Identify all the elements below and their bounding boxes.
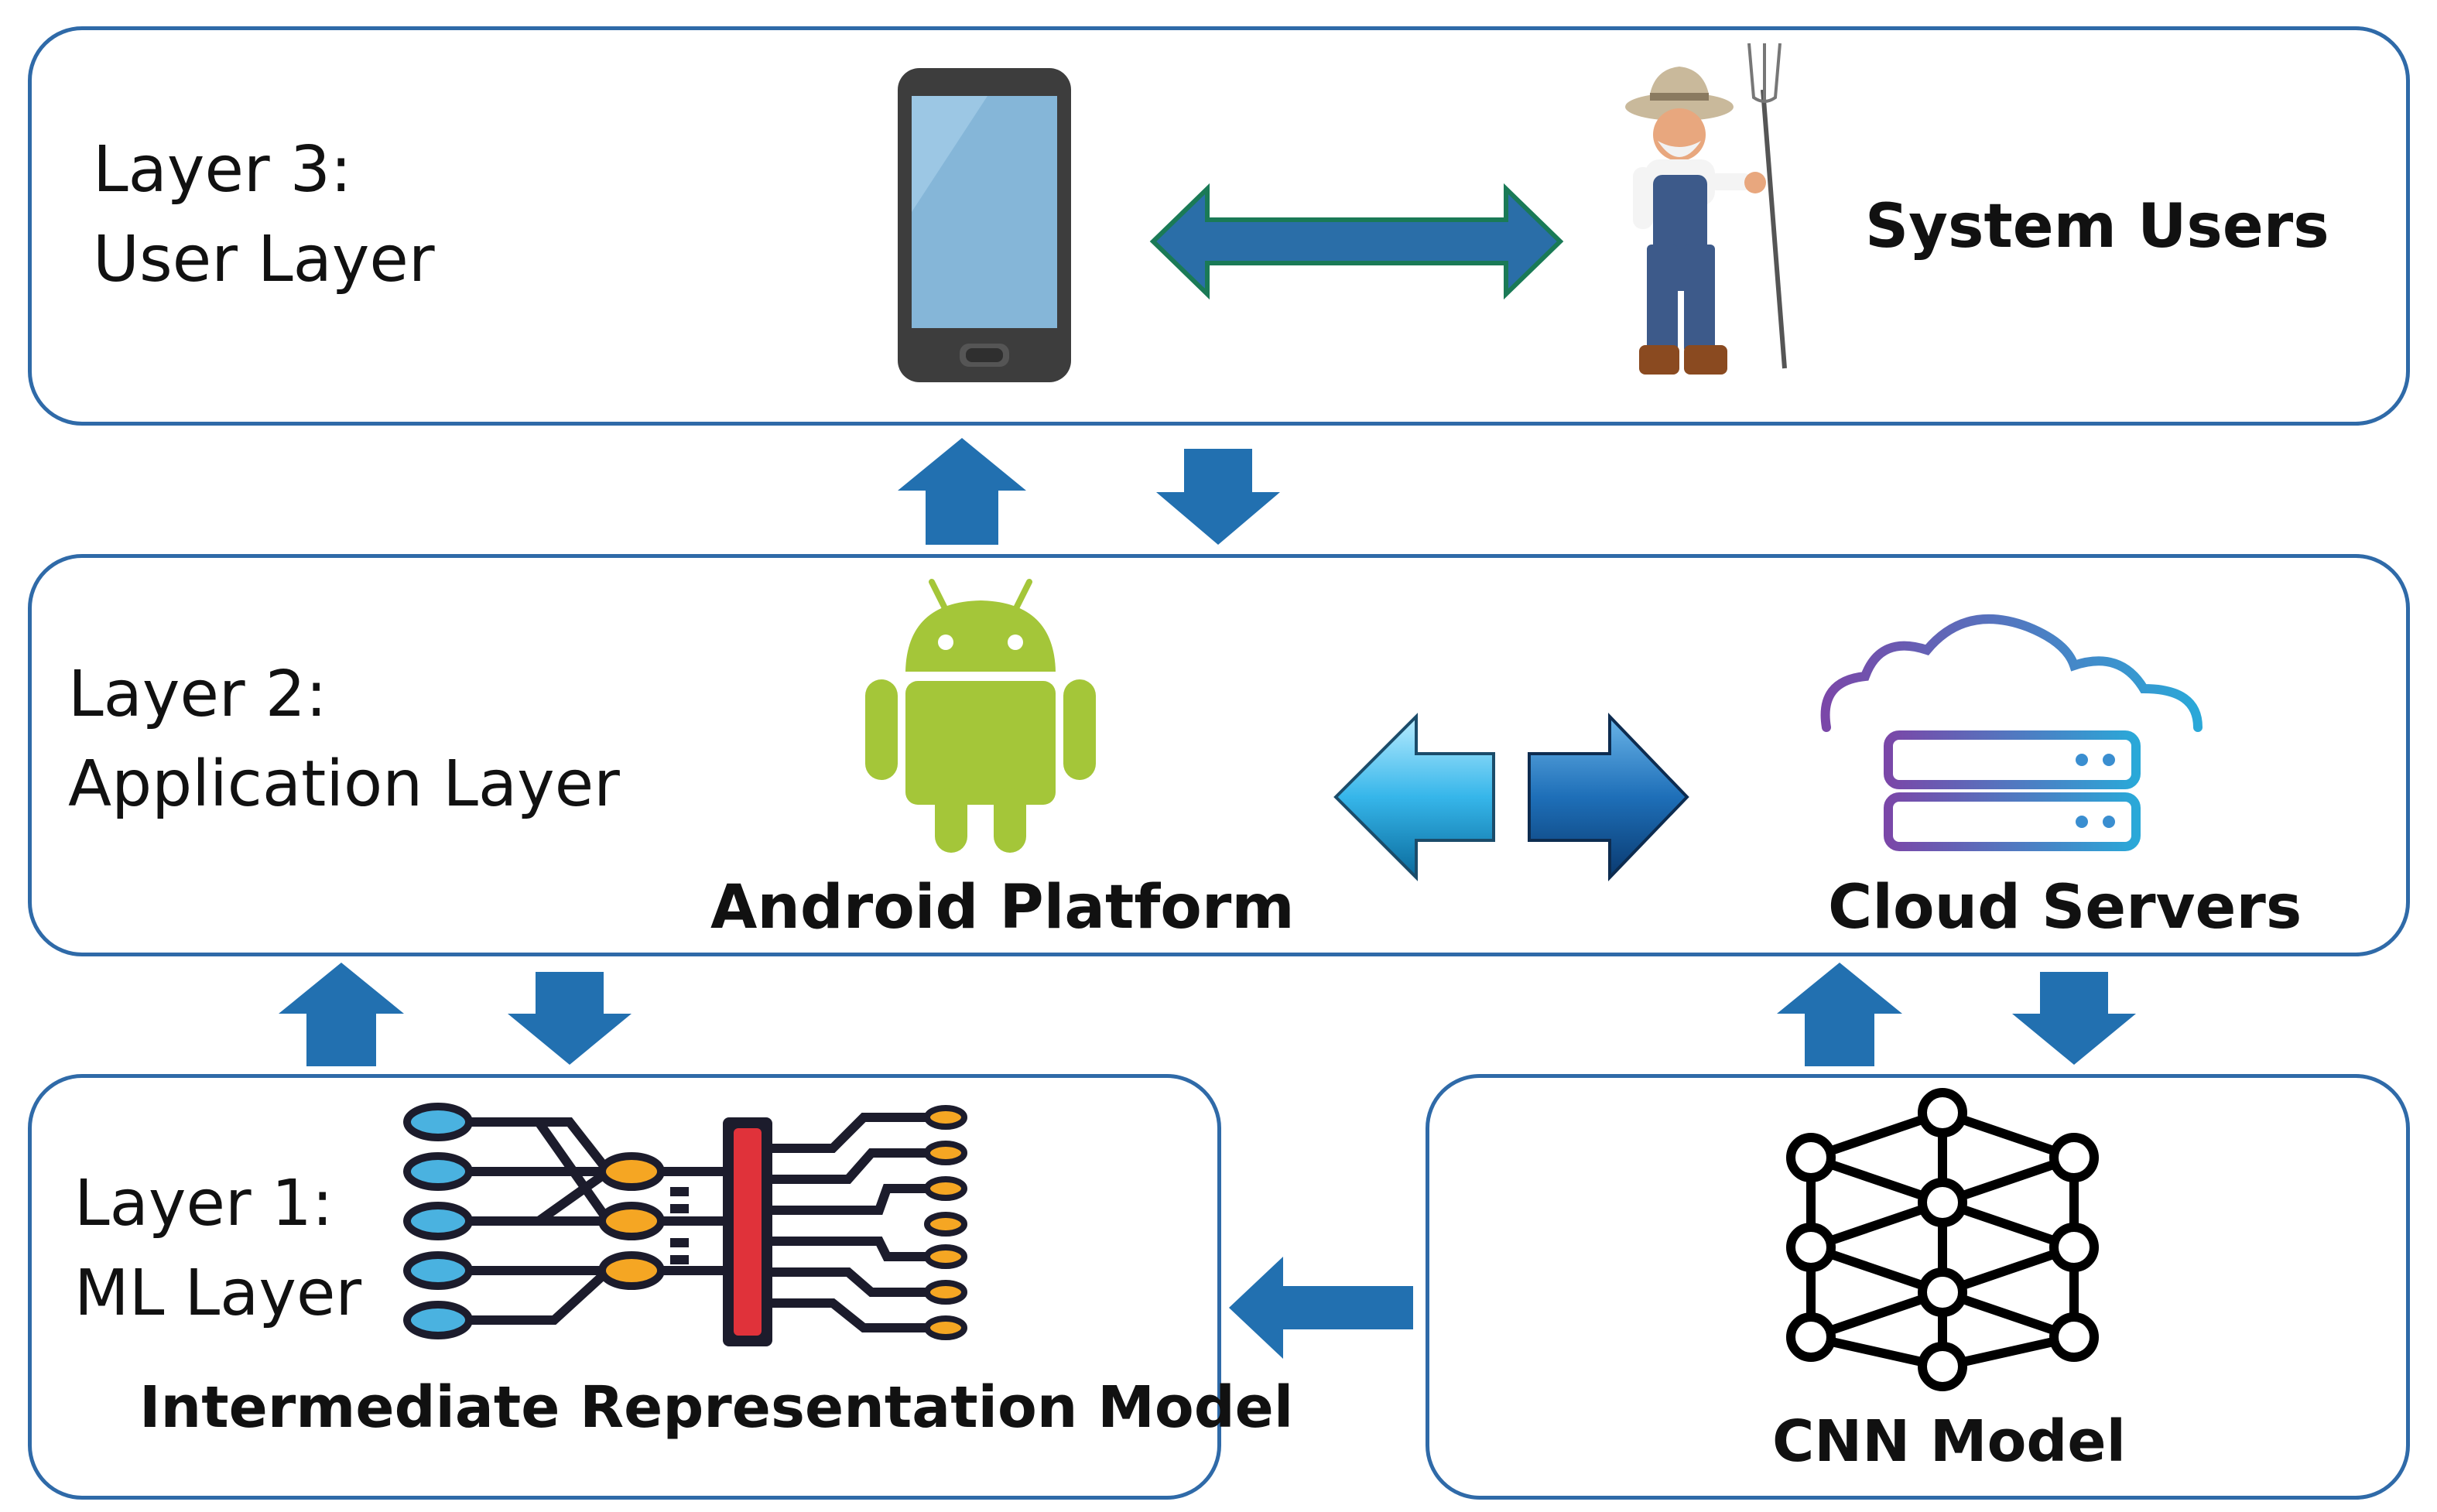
left-arrow-cnn-to-ml: [1229, 1257, 1413, 1359]
down-arrow-user-to-app: [1156, 449, 1280, 545]
layer2-title-line1: Layer 2:: [68, 658, 327, 731]
layer3-title-line2: User Layer: [93, 223, 435, 296]
layer3-title: Layer 3: User Layer: [93, 125, 435, 305]
left-arrow-cloud-to-android: [1333, 713, 1495, 881]
neural-network-icon: [1786, 1088, 2099, 1391]
right-arrow-android-to-cloud: [1528, 713, 1689, 881]
cloud-servers-label: Cloud Servers: [1828, 873, 2302, 942]
system-users-label: System Users: [1865, 192, 2329, 262]
down-arrow-app-to-ml: [508, 972, 631, 1065]
layer2-title-line2: Application Layer: [68, 747, 620, 821]
android-platform-label: Android Platform: [710, 873, 1295, 942]
ir-model-label: Intermediate Representation Model: [139, 1374, 1294, 1441]
phone-user-bidirectional-arrow: [1149, 183, 1564, 300]
down-arrow-cloud-to-cnn: [2012, 972, 2136, 1065]
layer1-title-line1: Layer 1:: [74, 1167, 334, 1240]
layer1-title: Layer 1: ML Layer: [74, 1159, 361, 1339]
layer3-title-line1: Layer 3:: [93, 133, 352, 207]
layer1-title-line2: ML Layer: [74, 1257, 362, 1330]
smartphone-icon: [898, 68, 1071, 382]
farmer-icon: [1625, 43, 1787, 375]
up-arrow-ml-to-app: [279, 963, 404, 1066]
circuit-network-icon: [403, 1103, 967, 1346]
up-arrow-cnn-to-cloud: [1777, 963, 1902, 1066]
layer2-title: Layer 2: Application Layer: [68, 650, 620, 830]
up-arrow-app-to-user: [898, 438, 1026, 545]
cloud-server-icon: [1815, 614, 2209, 866]
cnn-model-label: CNN Model: [1772, 1408, 2126, 1475]
android-icon: [865, 579, 1096, 853]
